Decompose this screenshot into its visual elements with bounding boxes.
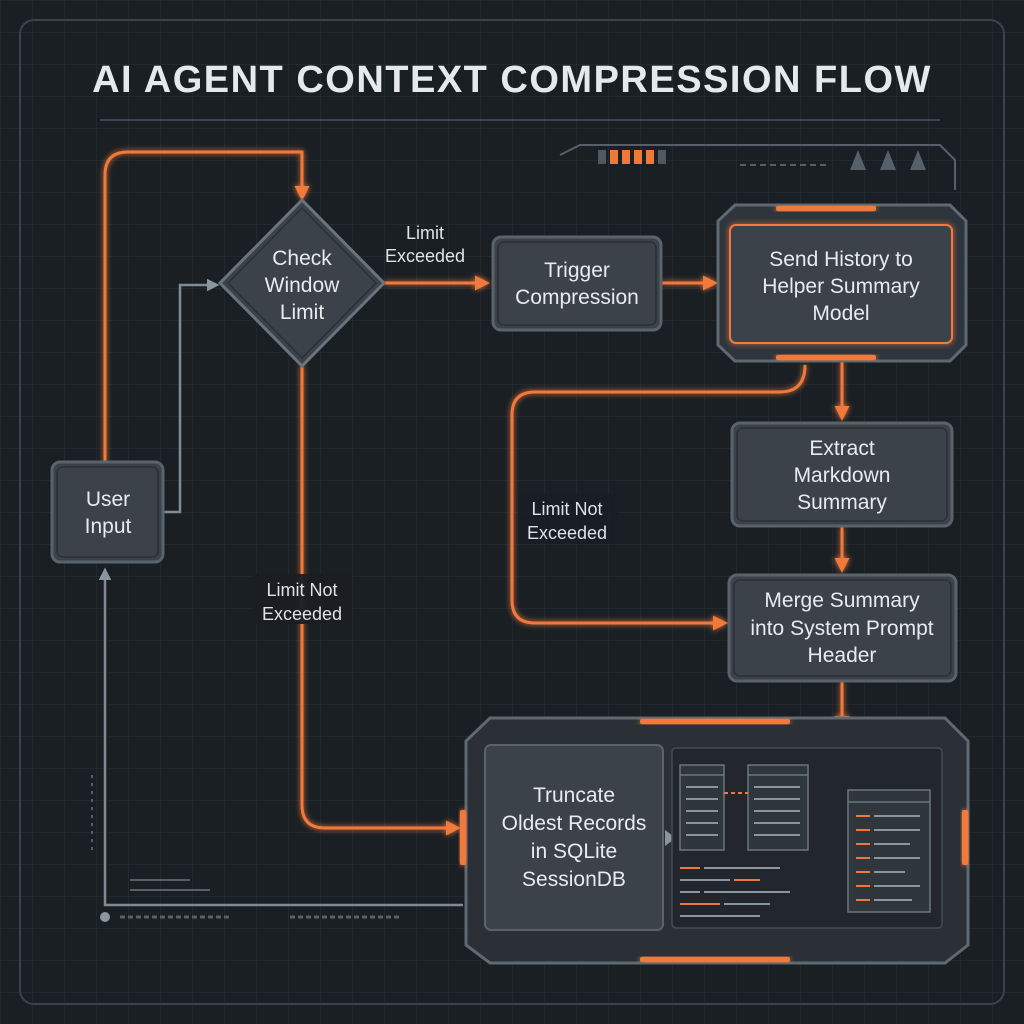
node-check-window-limit: Check Window Limit bbox=[217, 197, 387, 369]
node-merge-summary: Merge Summary into System Prompt Header bbox=[727, 573, 958, 683]
edge-send-history-to-merge bbox=[510, 364, 807, 631]
send-history-label-line-1: Send History to bbox=[769, 248, 913, 271]
truncate-text-card bbox=[484, 744, 664, 931]
edge-label-limit-not-exceeded-left: Limit Not Exceeded bbox=[252, 574, 352, 624]
extract-label-line-2: Markdown bbox=[794, 464, 891, 487]
node-extract-summary: Extract Markdown Summary bbox=[730, 421, 954, 528]
outer-frame bbox=[19, 19, 1005, 1005]
trigger-label-line-2: Compression bbox=[515, 286, 639, 309]
edge-loop-back-to-user-input bbox=[98, 567, 463, 907]
hud-decoration bbox=[91, 144, 956, 922]
check-limit-label-line-1: Check bbox=[272, 247, 332, 270]
truncate-label-line-3: in SQLite bbox=[531, 840, 617, 863]
extract-label-line-3: Summary bbox=[797, 491, 887, 514]
user-input-label-line-2: Input bbox=[85, 515, 132, 538]
merge-label-line-1: Merge Summary bbox=[764, 589, 920, 612]
limit-exceeded-line-2: Exceeded bbox=[385, 246, 465, 266]
truncate-label-line-4: SessionDB bbox=[522, 868, 626, 891]
edge-label-limit-exceeded: Limit Exceeded bbox=[385, 223, 465, 266]
edge-check-to-truncate bbox=[300, 365, 461, 836]
edge-label-limit-not-exceeded-right: Limit Not Exceeded bbox=[518, 494, 618, 544]
node-user-input: User Input bbox=[50, 460, 165, 564]
limit-exceeded-line-1: Limit bbox=[406, 223, 444, 243]
merge-label-line-2: into System Prompt bbox=[750, 617, 933, 640]
node-trigger-compression: Trigger Compression bbox=[491, 235, 663, 332]
trigger-label-line-1: Trigger bbox=[544, 259, 610, 282]
send-history-label-line-2: Helper Summary bbox=[762, 275, 920, 298]
limit-not-exceeded-right-line-1: Limit Not bbox=[531, 499, 602, 519]
limit-not-exceeded-right-line-2: Exceeded bbox=[527, 523, 607, 543]
edge-user-input-to-check-limit bbox=[163, 278, 220, 514]
node-truncate-records: Truncate Oldest Records in SQLite Sessio… bbox=[460, 716, 970, 965]
send-history-label-line-3: Model bbox=[812, 302, 869, 325]
truncate-label-line-1: Truncate bbox=[533, 784, 615, 807]
limit-not-exceeded-left-line-2: Exceeded bbox=[262, 604, 342, 624]
user-input-label-line-1: User bbox=[86, 488, 130, 511]
merge-label-line-3: Header bbox=[808, 644, 877, 667]
check-limit-label-line-3: Limit bbox=[280, 301, 325, 324]
edge-user-input-to-check-top bbox=[103, 150, 310, 462]
diagram-title: AI AGENT CONTEXT COMPRESSION FLOW bbox=[92, 59, 932, 101]
truncate-label-line-2: Oldest Records bbox=[502, 812, 647, 835]
check-limit-label-line-2: Window bbox=[265, 274, 341, 297]
database-tables-icon bbox=[671, 747, 943, 929]
extract-label-line-1: Extract bbox=[809, 437, 875, 460]
limit-not-exceeded-left-line-1: Limit Not bbox=[266, 580, 337, 600]
node-send-history: Send History to Helper Summary Model bbox=[716, 203, 968, 363]
